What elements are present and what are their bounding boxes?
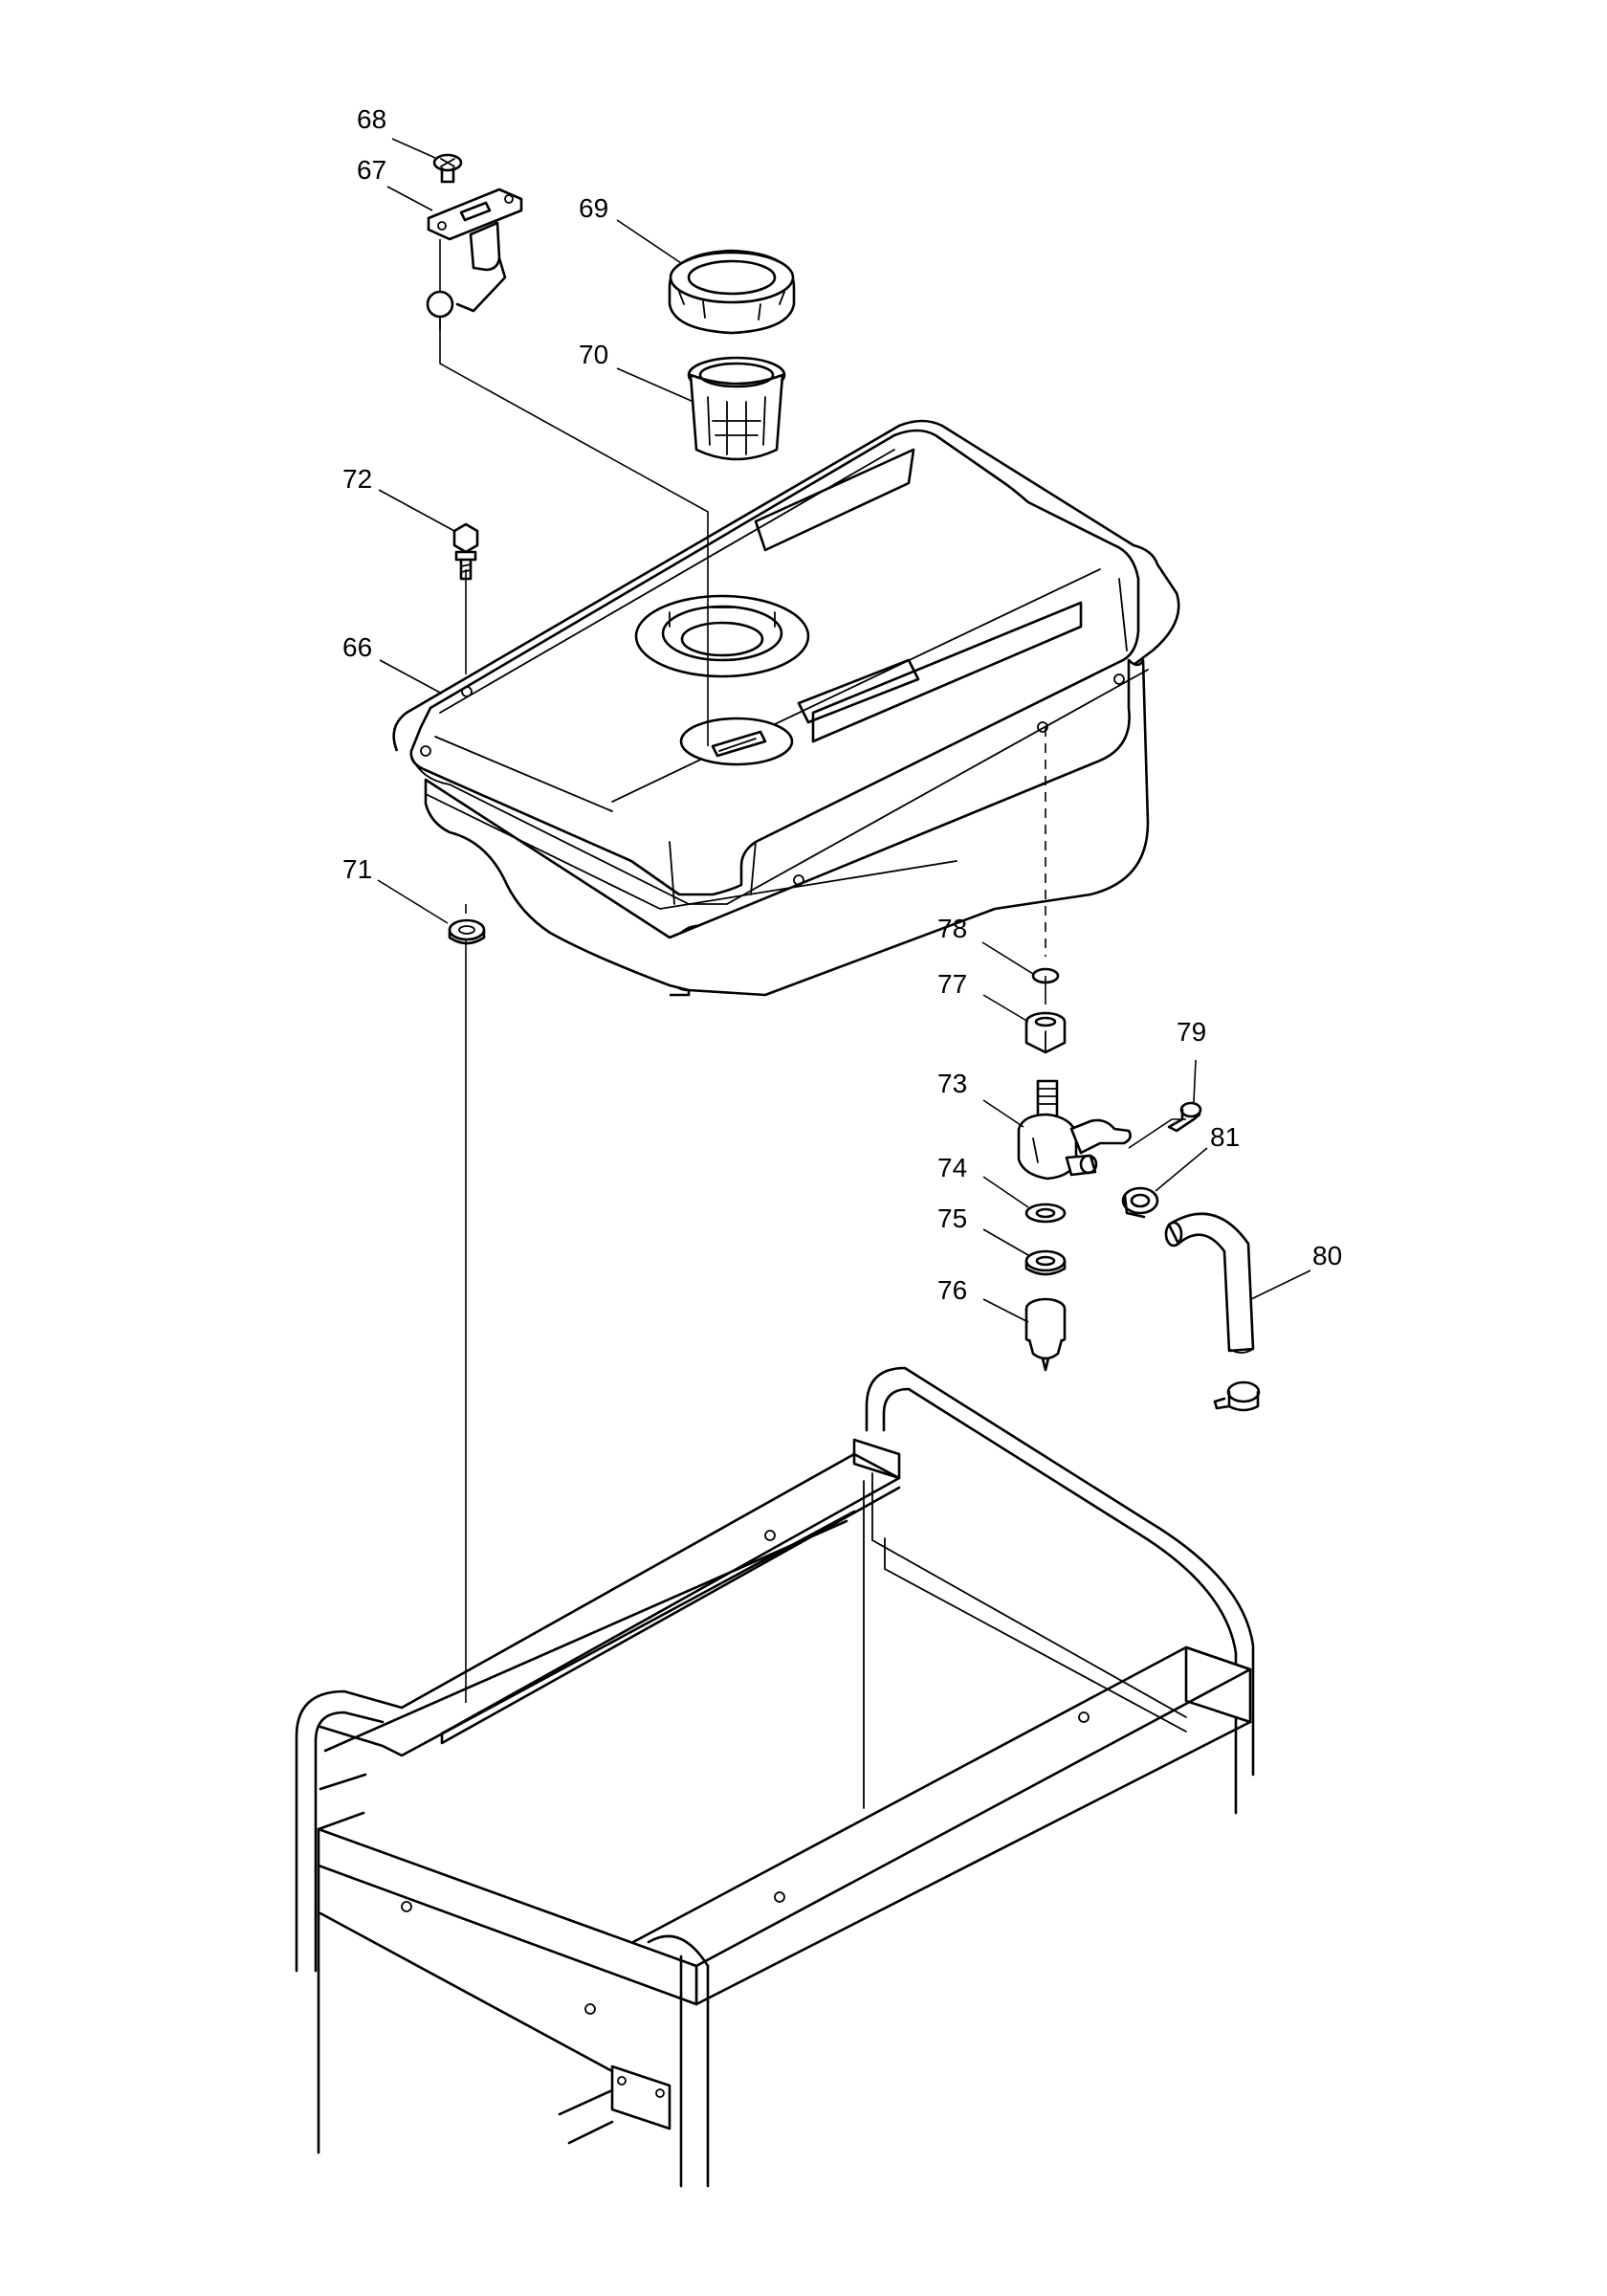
- label-part-80: 80: [1312, 1241, 1342, 1270]
- label-part-74: 74: [937, 1153, 967, 1182]
- label-part-73: 73: [937, 1069, 967, 1098]
- label-part-71: 71: [342, 854, 372, 884]
- fuel-gauge-67: [426, 188, 523, 330]
- grommet-71: [448, 918, 486, 945]
- label-part-79: 79: [1177, 1017, 1206, 1047]
- label-part-78: 78: [937, 914, 967, 943]
- nut-77: [1024, 1011, 1067, 1054]
- label-part-68: 68: [357, 104, 386, 134]
- label-part-70: 70: [579, 340, 608, 369]
- part-labels: 68 67 69 70 72 66 71 78 77 79 73 81 74 7…: [342, 104, 1342, 1305]
- o-ring-78: [1031, 967, 1060, 984]
- label-part-77: 77: [937, 969, 967, 999]
- label-part-76: 76: [937, 1275, 967, 1305]
- leader-lines: [377, 138, 1311, 1323]
- washer-75: [1024, 1249, 1067, 1276]
- bolt-72: [452, 522, 479, 581]
- label-part-72: 72: [342, 464, 372, 494]
- label-part-75: 75: [937, 1203, 967, 1233]
- sediment-cup-76: [1024, 1297, 1067, 1372]
- washer-74: [1024, 1203, 1067, 1224]
- fuel-tank: [392, 419, 1180, 997]
- fuel-hose-80: [1164, 1212, 1261, 1412]
- fuel-cap-69: [668, 249, 796, 335]
- label-part-69: 69: [579, 193, 608, 223]
- label-part-67: 67: [357, 155, 386, 185]
- strainer-70: [687, 356, 786, 461]
- label-part-66: 66: [342, 632, 372, 662]
- label-part-81: 81: [1210, 1122, 1240, 1152]
- fuel-cock-73: [1017, 1079, 1132, 1181]
- frame: [295, 1366, 1255, 2188]
- screw-79: [1167, 1101, 1202, 1133]
- clip-81: [1121, 1186, 1159, 1219]
- screw-68: [432, 153, 463, 184]
